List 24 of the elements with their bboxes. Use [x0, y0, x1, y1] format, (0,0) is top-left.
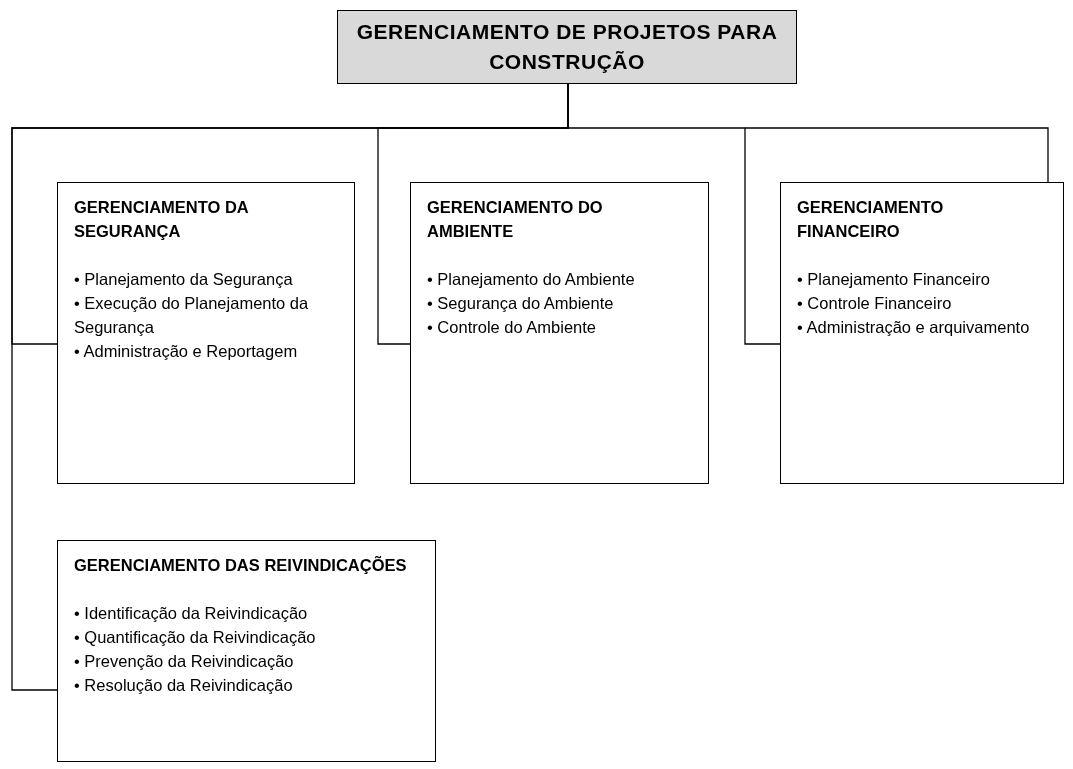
bullet-item: • Segurança do Ambiente	[427, 293, 615, 314]
process-box	[410, 182, 709, 484]
bullet-item: • Prevenção da Reivindicação	[74, 651, 295, 672]
bullet-item: • Planejamento Financeiro	[797, 269, 991, 290]
connector-line	[11, 83, 569, 691]
bullet-item: • Administração e Reportagem	[74, 341, 299, 362]
bullet-item: • Planejamento da Segurança	[74, 269, 294, 290]
bullet-item: • Identificação da Reivindicação	[74, 603, 309, 624]
heading: GERENCIAMENTO DO AMBIENTE	[427, 197, 604, 242]
bullet-item: • Resolução da Reivindicação	[74, 675, 294, 696]
heading: GERENCIAMENTO DE PROJETOS PARA CONSTRUÇÃO	[355, 19, 779, 75]
bullet-item: • Administração e arquivamento	[797, 317, 1031, 338]
bullet-item: • Planejamento do Ambiente	[427, 269, 636, 290]
bullet-item: • Controle Financeiro	[797, 293, 953, 314]
process-box	[57, 182, 355, 484]
heading: GERENCIAMENTO FINANCEIRO	[797, 197, 945, 242]
process-box	[780, 182, 1064, 484]
bullet-item: • Quantificação da Reivindicação	[74, 627, 317, 648]
bullet-item: • Execução do Planejamento da Segurança	[74, 293, 310, 338]
bullet-item: • Controle do Ambiente	[427, 317, 598, 338]
title-box	[337, 10, 797, 84]
process-box	[57, 540, 436, 762]
heading: GERENCIAMENTO DA SEGURANÇA	[74, 197, 250, 242]
heading: GERENCIAMENTO DAS REIVINDICAÇÕES	[74, 555, 408, 576]
